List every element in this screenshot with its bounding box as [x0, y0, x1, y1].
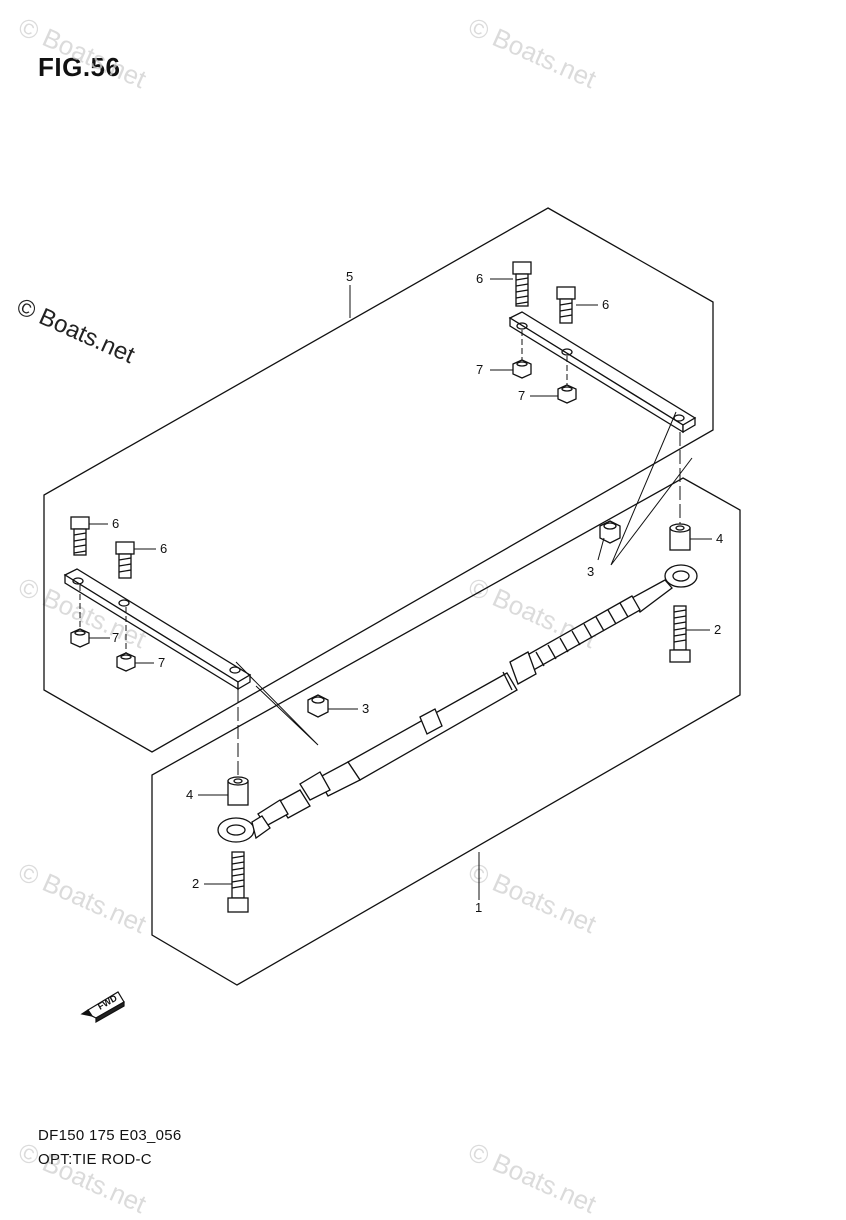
callout-2: 2 [714, 622, 721, 637]
nut-7-lower-b [116, 652, 136, 672]
kit-frame-outline [43, 207, 714, 753]
callout-7: 7 [112, 630, 119, 645]
lower-bracket-plate [63, 568, 252, 691]
model-code: DF150 175 E03_056 [38, 1127, 182, 1144]
upper-bracket-plate [508, 311, 697, 434]
callout-6: 6 [476, 271, 483, 286]
callout-2: 2 [192, 876, 199, 891]
callout-3: 3 [362, 701, 369, 716]
bolt-6-upper-a [512, 261, 532, 307]
callout-4: 4 [716, 531, 723, 546]
nut-7-upper-a [512, 359, 532, 379]
bolt-6-lower-a [70, 516, 90, 556]
tie-rod-assembly [217, 564, 698, 843]
nut-7-lower-a [70, 628, 90, 648]
bolt-6-lower-b [115, 541, 135, 579]
callout-7: 7 [158, 655, 165, 670]
locknut-3-lower [307, 694, 329, 718]
figure-caption: OPT:TIE ROD-C [38, 1151, 152, 1168]
callout-7: 7 [518, 388, 525, 403]
callout-7: 7 [476, 362, 483, 377]
callout-5: 5 [346, 269, 353, 284]
callout-6: 6 [160, 541, 167, 556]
callout-6: 6 [602, 297, 609, 312]
bolt-2-upper [669, 605, 691, 663]
nut-7-upper-b [557, 384, 577, 404]
collar-4-lower [227, 776, 249, 806]
callout-6: 6 [112, 516, 119, 531]
callout-4: 4 [186, 787, 193, 802]
bolt-6-upper-b [556, 286, 576, 324]
fwd-direction-badge: FWD [80, 991, 125, 1024]
callout-1: 1 [475, 900, 482, 915]
tie-rod-frame-outline [151, 477, 741, 986]
collar-4-upper [669, 523, 691, 551]
locknut-3-upper [599, 520, 621, 544]
figure-title: FIG.56 [38, 52, 121, 82]
bolt-2-lower [227, 851, 249, 913]
callout-3: 3 [587, 564, 594, 579]
leader-lines [79, 278, 712, 900]
